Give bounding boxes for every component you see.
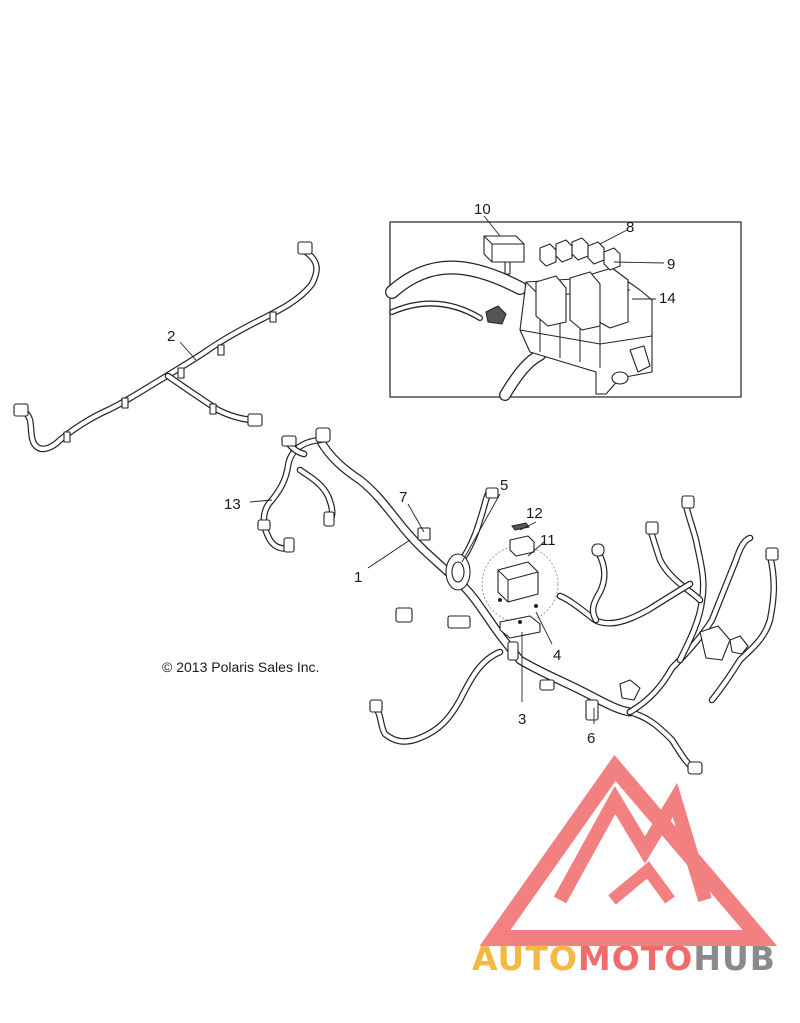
- relay-10: [483, 235, 525, 275]
- callout-labels: 1 2 3 4 5 6 7 8 9 10 11 12 13 14: [167, 201, 676, 747]
- inset-detail-box: [385, 215, 742, 401]
- callout-14: 14: [659, 290, 676, 307]
- callout-2: 2: [167, 328, 175, 345]
- harness-2: [13, 241, 320, 453]
- callout-8: 8: [626, 219, 634, 236]
- callout-7: 7: [399, 489, 407, 506]
- callout-11: 11: [540, 532, 556, 549]
- logo-m-shape: [553, 782, 712, 904]
- automotohub-logo: AUTOMOTOHUB: [472, 754, 778, 978]
- main-harness-1: [249, 427, 779, 775]
- fuse-box: [485, 237, 653, 395]
- callout-12: 12: [526, 505, 543, 522]
- callout-4: 4: [553, 647, 561, 664]
- copyright-notice: © 2013 Polaris Sales Inc.: [162, 659, 319, 675]
- logo-triangle-outer: [479, 754, 778, 946]
- callout-10: 10: [474, 201, 491, 218]
- callout-1: 1: [354, 569, 362, 586]
- callout-6: 6: [587, 730, 595, 747]
- callout-9: 9: [667, 256, 675, 273]
- callout-5: 5: [500, 477, 508, 494]
- callout-13: 13: [224, 496, 241, 513]
- callout-3: 3: [518, 711, 526, 728]
- logo-wordmark: AUTOMOTOHUB: [472, 939, 776, 978]
